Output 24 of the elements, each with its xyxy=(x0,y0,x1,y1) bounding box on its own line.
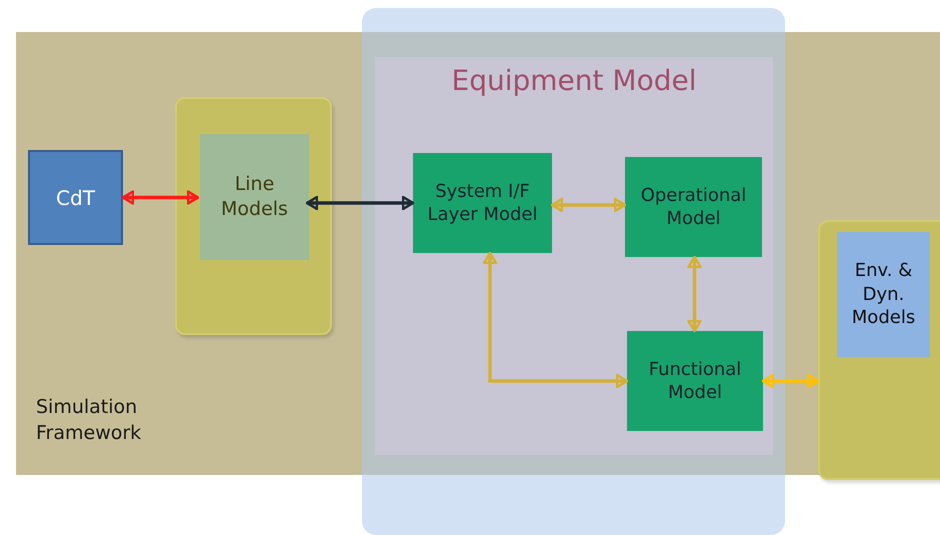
process-box xyxy=(627,331,763,431)
container-panel xyxy=(175,97,332,335)
double-arrow xyxy=(687,256,702,332)
process-box xyxy=(625,157,762,257)
process-box xyxy=(413,153,552,253)
framework-band xyxy=(16,32,940,475)
node-label: System I/F Layer Model xyxy=(426,180,538,226)
equipment-box xyxy=(375,57,773,455)
node-label: Env. & Dyn. Models xyxy=(850,259,916,330)
equipment-title: Equipment Model xyxy=(450,63,698,99)
process-box xyxy=(837,232,930,357)
node-label: Line Models xyxy=(220,172,289,222)
framework-label: Simulation Framework xyxy=(35,394,142,446)
process-box xyxy=(28,150,123,245)
container-panel xyxy=(818,220,940,480)
process-box xyxy=(200,134,309,260)
node-label: Operational Model xyxy=(640,184,748,230)
double-arrow xyxy=(122,190,200,205)
double-arrow xyxy=(306,196,414,210)
node-label: CdT xyxy=(55,184,96,210)
double-arrow xyxy=(482,252,628,388)
double-arrow xyxy=(550,198,626,212)
double-arrow xyxy=(762,374,820,388)
node-label: Functional Model xyxy=(648,358,742,404)
